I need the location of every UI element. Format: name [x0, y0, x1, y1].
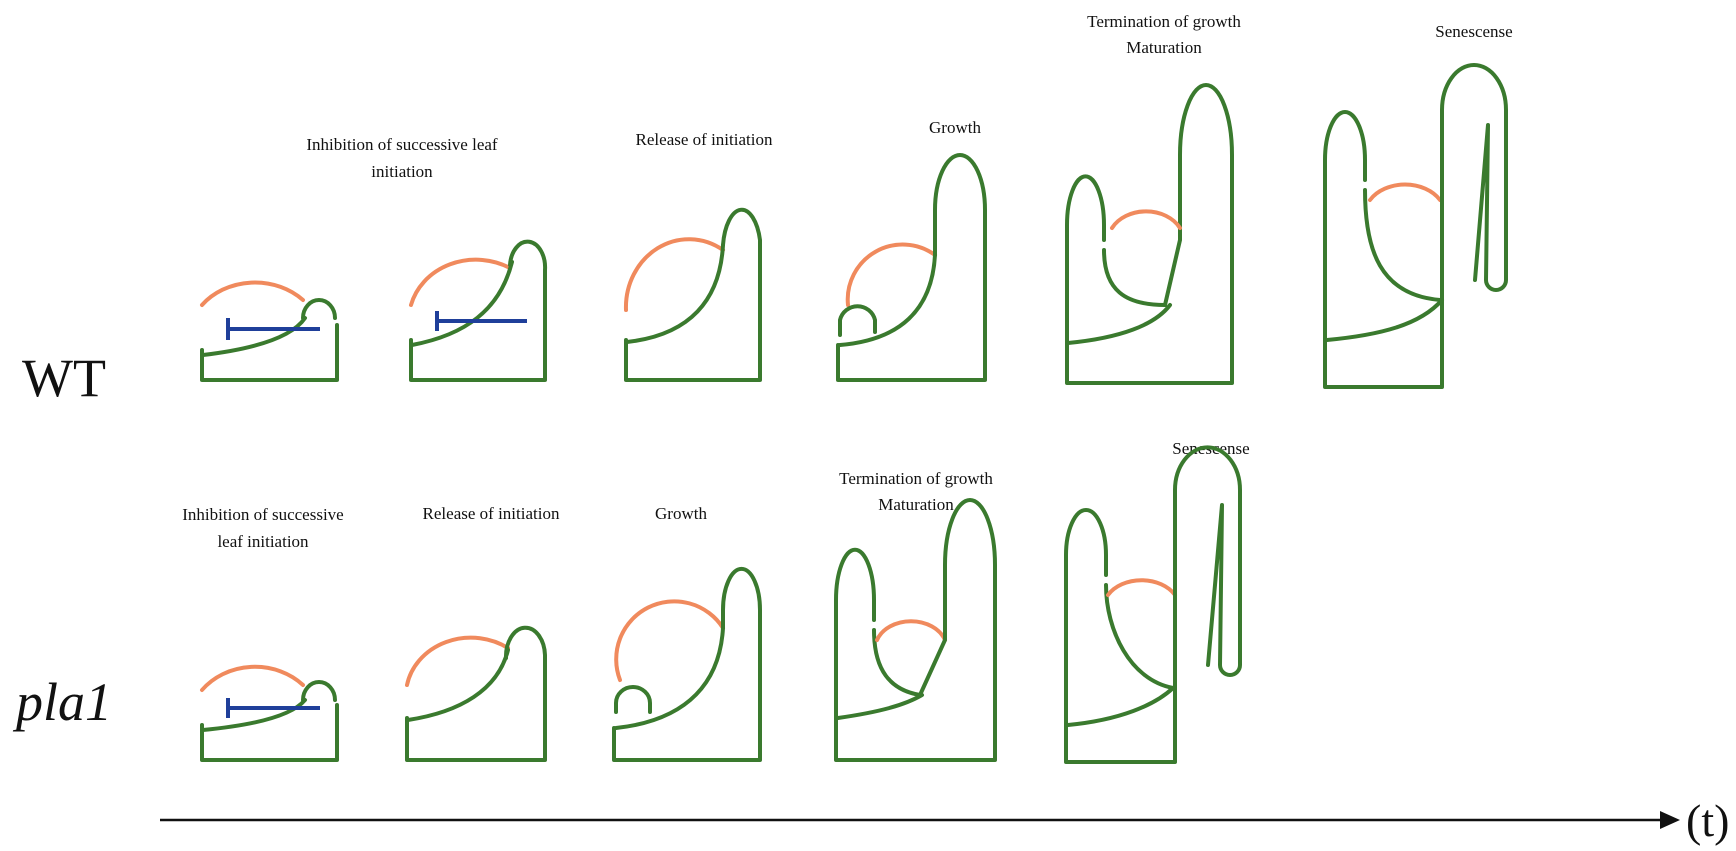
pla1-stage2-release — [407, 628, 545, 760]
wt-stage2-release — [411, 242, 545, 380]
wt-stage1-inhibition — [202, 282, 337, 380]
row-label-pla1: pla1 — [12, 672, 112, 732]
row-label-wt: WT — [22, 348, 106, 408]
wt-label-growth: Growth — [929, 118, 981, 137]
wt-stage4-growth — [838, 155, 985, 380]
wt-label-termination-line1: Termination of growth — [1087, 12, 1241, 31]
pla1-stage5-senescense — [1066, 447, 1240, 762]
wt-stage3-release — [626, 210, 760, 380]
wt-stage5-maturation — [1067, 85, 1232, 383]
time-axis: (t) — [160, 795, 1729, 846]
wt-label-release: Release of initiation — [636, 130, 773, 149]
wt-stage-labels: Inhibition of successive leaf initiation… — [306, 12, 1512, 181]
pla1-stage3-growth — [614, 569, 760, 760]
wt-stage6-senescense — [1325, 65, 1506, 387]
wt-label-inhibition-line2: initiation — [371, 162, 433, 181]
pla1-label-release: Release of initiation — [423, 504, 560, 523]
pla1-label-inhibition-line1: Inhibition of successive — [182, 505, 343, 524]
time-axis-label: (t) — [1686, 795, 1729, 846]
wt-label-termination-line2: Maturation — [1126, 38, 1202, 57]
pla1-label-termination-line2: Maturation — [878, 495, 954, 514]
pla1-stage4-maturation — [836, 500, 995, 760]
wt-label-inhibition-line1: Inhibition of successive leaf — [306, 135, 498, 154]
pla1-stage-labels: Inhibition of successive leaf initiation… — [182, 439, 1249, 551]
wt-stage1-inhibition-symbol — [228, 318, 320, 340]
pla1-stage1-inhibition — [202, 667, 337, 760]
pla1-label-growth: Growth — [655, 504, 707, 523]
wt-label-senescense: Senescense — [1435, 22, 1512, 41]
pla1-label-inhibition-line2: leaf initiation — [217, 532, 309, 551]
pla1-label-termination-line1: Termination of growth — [839, 469, 993, 488]
time-axis-arrowhead — [1660, 811, 1680, 829]
